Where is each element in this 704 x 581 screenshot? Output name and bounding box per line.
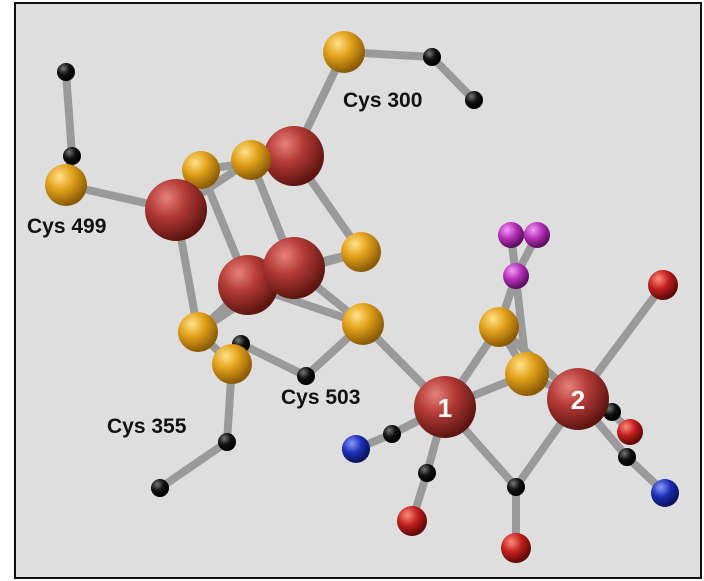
bonds xyxy=(62,48,669,552)
sulfur-atom xyxy=(341,232,381,272)
sulfur-atom xyxy=(45,164,87,206)
oxygen-atom xyxy=(617,419,643,445)
carbon-atom xyxy=(507,478,525,496)
labels: Cys 300 Cys 499 Cys 503 Cys 355 1 2 xyxy=(27,89,585,438)
iron-atom xyxy=(145,179,207,241)
carbon-atom xyxy=(151,479,169,497)
phosphorus-atom xyxy=(503,263,529,289)
atoms xyxy=(45,31,679,563)
structure-frame xyxy=(14,2,702,579)
label-cys-503: Cys 503 xyxy=(281,386,360,409)
nitrogen-atom xyxy=(342,435,370,463)
iron-atom xyxy=(264,126,324,186)
carbon-atom xyxy=(618,448,636,466)
nitrogen-atom xyxy=(651,479,679,507)
iron-atom-1 xyxy=(414,376,476,438)
iron-atom-2 xyxy=(547,368,609,430)
oxygen-atom xyxy=(648,270,678,300)
label-cys-499: Cys 499 xyxy=(27,215,106,238)
phosphorus-atom xyxy=(524,222,550,248)
oxygen-atom xyxy=(397,506,427,536)
carbon-atom xyxy=(465,91,483,109)
phosphorus-atom xyxy=(498,222,524,248)
oxygen-atom xyxy=(501,533,531,563)
iron-atom xyxy=(218,255,278,315)
carbon-atom xyxy=(383,425,401,443)
carbon-atom xyxy=(63,147,81,165)
sulfur-atom xyxy=(479,307,519,347)
label-cys-300: Cys 300 xyxy=(343,89,422,112)
sulfur-atom xyxy=(505,352,549,396)
label-iron-1: 1 xyxy=(438,393,452,423)
carbon-atom xyxy=(418,464,436,482)
sulfur-atom xyxy=(323,31,365,73)
label-iron-2: 2 xyxy=(571,385,585,415)
carbon-atom xyxy=(57,63,75,81)
carbon-atom xyxy=(218,433,236,451)
sulfur-atom xyxy=(212,344,252,384)
iron-atom xyxy=(263,237,325,299)
label-cys-355: Cys 355 xyxy=(107,415,187,438)
carbon-atom xyxy=(423,48,441,66)
sulfur-atom xyxy=(231,140,271,180)
sulfur-atom xyxy=(178,312,218,352)
sulfur-atom xyxy=(342,303,384,345)
sulfur-atom xyxy=(182,151,220,189)
carbon-atom xyxy=(297,367,315,385)
